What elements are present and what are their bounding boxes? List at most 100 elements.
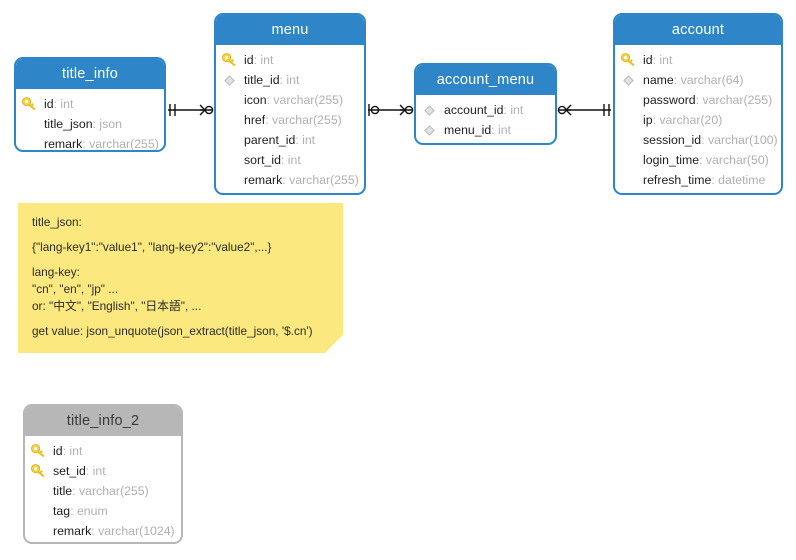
attribute-name: parent_id — [244, 133, 296, 147]
attribute-row[interactable]: refresh_time: datetime — [615, 170, 781, 190]
attribute-row[interactable]: password: varchar(255) — [615, 90, 781, 110]
attribute-row[interactable]: ip: varchar(20) — [615, 110, 781, 130]
attribute-name: tag — [53, 504, 71, 518]
attribute-name: sort_id — [244, 153, 281, 167]
attribute-row[interactable]: id: int — [216, 50, 364, 70]
attribute-type: : varchar(255) — [72, 484, 149, 498]
attribute-name: account_id — [444, 103, 504, 117]
attribute-name: title — [53, 484, 73, 498]
attribute-type: : varchar(255) — [282, 173, 359, 187]
attribute-row[interactable]: href: varchar(255) — [216, 110, 364, 130]
attribute-row[interactable]: id: int — [25, 441, 181, 461]
relationship-menu-account_menu[interactable] — [366, 99, 414, 121]
attribute-row[interactable]: remark: varchar(255) — [216, 170, 364, 190]
attribute-row[interactable]: title: varchar(255) — [25, 481, 181, 501]
attribute-name: name — [643, 73, 674, 87]
attribute-type: : varchar(20) — [652, 113, 723, 127]
attribute-row[interactable]: session_id: varchar(100) — [615, 130, 781, 150]
attribute-row[interactable]: id: int — [615, 50, 781, 70]
attribute-type: : varchar(255) — [265, 113, 342, 127]
attribute-row[interactable]: title_json: json — [16, 114, 164, 134]
key-icon — [22, 97, 36, 111]
attribute-name: href — [244, 113, 266, 127]
attribute-type: : varchar(255) — [695, 93, 773, 107]
attribute-row[interactable]: parent_id: int — [216, 130, 364, 150]
attribute-name: ip — [643, 113, 653, 127]
attribute-row[interactable]: remark: varchar(255) — [16, 134, 164, 151]
attribute-row[interactable]: menu_id: int — [416, 120, 555, 140]
attribute-name: id — [44, 97, 54, 111]
key-icon — [31, 464, 45, 478]
attribute-row[interactable]: tag: enum — [25, 501, 181, 521]
attribute-type: : int — [295, 133, 316, 147]
attribute-type: : int — [279, 73, 300, 87]
sticky-note-line: or: "中文", "English", "日本語", ... — [32, 299, 202, 313]
entity-title-title_info_2: title_info_2 — [25, 406, 181, 436]
relationship-title_info-menu[interactable] — [166, 99, 214, 121]
attribute-type: : int — [85, 464, 106, 478]
attribute-type: : varchar(255) — [266, 93, 344, 107]
attribute-name: remark — [44, 137, 83, 151]
diamond-icon — [623, 75, 634, 86]
attribute-name: password — [643, 93, 696, 107]
attribute-name: login_time — [643, 153, 700, 167]
attribute-name: set_id — [53, 464, 86, 478]
key-icon — [31, 444, 45, 458]
attribute-name: icon — [244, 93, 267, 107]
attribute-row[interactable]: id: int — [16, 94, 164, 114]
entity-title-title_info: title_info — [16, 59, 164, 89]
attribute-type: : varchar(255) — [82, 137, 159, 151]
attribute-row[interactable]: icon: varchar(255) — [216, 90, 364, 110]
attribute-type: : int — [491, 123, 511, 137]
attribute-name: refresh_time — [643, 173, 712, 187]
attribute-type: : json — [92, 117, 122, 131]
attribute-name: menu_id — [444, 123, 492, 137]
attribute-type: : int — [253, 53, 274, 67]
attribute-row[interactable]: sort_id: int — [216, 150, 364, 170]
attribute-name: title_json — [44, 117, 93, 131]
attribute-row[interactable]: account_id: int — [416, 100, 555, 120]
attribute-type: : int — [503, 103, 524, 117]
attribute-type: : int — [652, 53, 673, 67]
attribute-name: id — [244, 53, 254, 67]
sticky-note[interactable]: title_json:{"lang-key1":"value1", "lang-… — [18, 203, 343, 353]
attribute-type: : varchar(100) — [701, 133, 778, 147]
attribute-type: : datetime — [711, 173, 766, 187]
attribute-type: : int — [62, 444, 83, 458]
sticky-note-line: get value: json_unquote(json_extract(tit… — [32, 324, 313, 338]
sticky-note-body: title_json:{"lang-key1":"value1", "lang-… — [18, 203, 343, 349]
note-fold-corner-icon — [325, 335, 343, 353]
key-icon — [621, 53, 635, 67]
diamond-icon — [224, 75, 235, 86]
attribute-row[interactable]: title_id: int — [216, 70, 364, 90]
sticky-note-line: lang-key: — [32, 265, 80, 279]
attribute-row[interactable]: login_time: varchar(50) — [615, 150, 781, 170]
sticky-note-line: title_json: — [32, 215, 82, 229]
sticky-note-line: "cn", "en", "jp" ... — [32, 282, 119, 296]
attribute-row[interactable]: set_id: int — [25, 461, 181, 481]
attribute-name: id — [53, 444, 63, 458]
diamond-icon — [424, 105, 435, 116]
attribute-type: : enum — [70, 504, 108, 518]
attribute-row[interactable]: remark: varchar(1024) — [25, 521, 181, 541]
key-icon — [222, 53, 236, 67]
attribute-name: session_id — [643, 133, 702, 147]
attribute-name: id — [643, 53, 653, 67]
attribute-type: : int — [53, 97, 74, 111]
attribute-row[interactable]: name: varchar(64) — [615, 70, 781, 90]
attribute-type: : varchar(64) — [673, 73, 744, 87]
attribute-type: : varchar(50) — [699, 153, 769, 167]
attribute-name: title_id — [244, 73, 280, 87]
relationship-account_menu-account[interactable] — [557, 99, 613, 121]
